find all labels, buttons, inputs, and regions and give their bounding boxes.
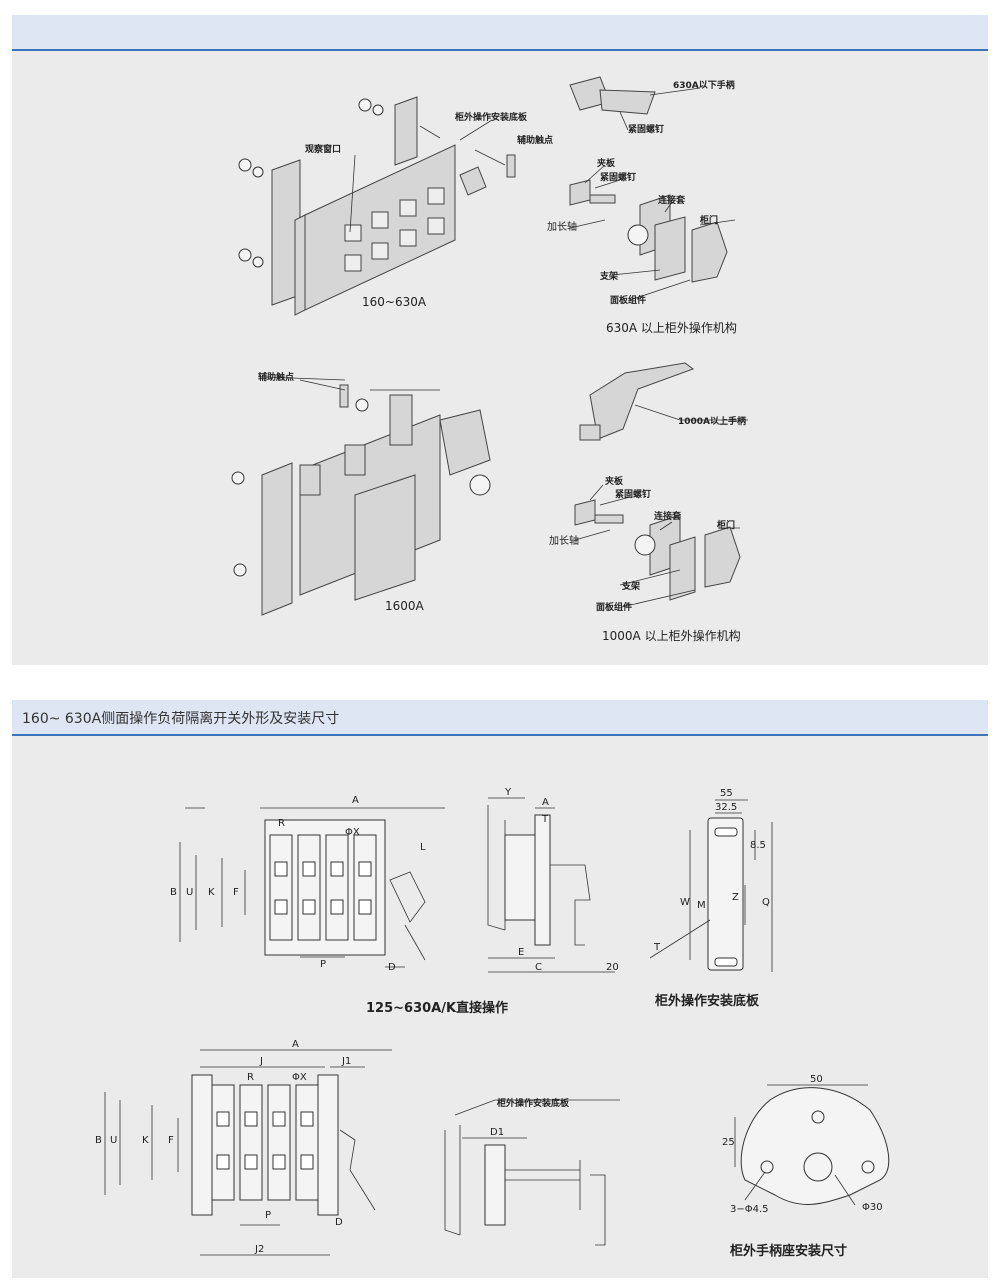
section-header-2: 160~ 630A侧面操作负荷隔离开关外形及安装尺寸 [12,700,988,736]
dimension-label: 55 [720,788,733,799]
dimension-label: Q [762,897,770,908]
caption-direct-operation: 125~630A/K直接操作 [366,1000,508,1016]
dimension-label: U [186,887,193,898]
dimension-label: P [320,959,326,970]
handle-1000a-drawing [574,362,748,608]
label-bracket: 支架 [599,270,618,282]
dimension-label: J [259,1056,263,1067]
label-panel-assembly-2: 面板组件 [596,601,632,613]
dimension-label: P [265,1210,271,1221]
label-clamp: 夹板 [597,157,616,169]
label-panel-assembly: 面板组件 [610,294,646,306]
label-screw: 紧固螺钉 [628,123,664,135]
dimension-label: D [388,962,396,973]
label-door: 柜门 [699,214,718,226]
caption-630-mechanism: 630A 以上柜外操作机构 [606,320,737,335]
label-door-2: 柜门 [716,519,735,531]
label-coupling-2: 连接套 [654,510,682,522]
label-handle-1000: 1000A以上手柄 [678,415,746,427]
label-screw-3: 紧固螺钉 [615,488,651,500]
dimension-label: 8.5 [750,840,766,851]
section-header [12,15,988,51]
dimension-drawings: A R ΦX B U K F P D L 125~630A/K直接操作 Y A … [95,787,890,1259]
label-window: 观察窗口 [305,143,341,155]
dimension-label: 3−Φ4.5 [730,1204,769,1215]
caption-1000-mechanism: 1000A 以上柜外操作机构 [602,628,741,643]
label-bracket-2: 支架 [621,580,640,592]
label-coupling: 连接套 [658,194,686,206]
exploded-view-area: 观察窗口 柜外操作安装底板 辅助触点 160~630A 630A以下手柄 紧固螺… [12,51,988,665]
dimension-label: T [653,942,661,953]
dimension-label: B [170,887,177,898]
dimension-label: L [420,842,426,853]
label-aux-contact: 辅助触点 [517,134,553,146]
label-mount-plate: 柜外操作安装底板 [454,111,528,123]
label-model-1600: 1600A [385,599,425,613]
front-view-external: A J J1 R ΦX B U K F P D J2 [95,1039,392,1256]
dimension-label: B [95,1135,102,1146]
dimension-label: F [168,1135,174,1146]
dimension-label: C [535,962,542,973]
label-aux-contact-2: 辅助触点 [258,371,294,383]
label-screw-2: 紧固螺钉 [600,171,636,183]
dimension-label: 20 [606,962,619,973]
dimension-label: 32.5 [715,802,737,813]
accessories-panel: 观察窗口 柜外操作安装底板 辅助触点 160~630A 630A以下手柄 紧固螺… [12,15,988,665]
side-view-direct: Y A T E C 20 [487,787,619,973]
front-view-direct: A R ΦX B U K F P D L 125~630A/K直接操作 [170,795,508,1016]
dimension-label: T [541,814,549,825]
mount-plate-drawing: 55 32.5 8.5 W M Z Q T 柜外操作安装底板 [649,788,773,1009]
dimension-label: Z [732,892,739,903]
label-ext-shaft-2: 加长轴 [549,534,579,547]
handle-base-cutout: 50 25 3−Φ4.5 Φ30 柜外手柄座安装尺寸 [722,1074,890,1259]
label-clamp-2: 夹板 [605,475,624,487]
label-mount-plate-2: 柜外操作安装底板 [496,1097,570,1109]
dimension-label: E [518,947,524,958]
dimension-label: F [233,887,239,898]
dimension-label: A [352,795,359,806]
dimension-label: 50 [810,1074,823,1085]
dimension-label: ΦX [345,827,360,838]
dimension-label: D1 [490,1127,504,1138]
label-model-160-630: 160~630A [362,295,427,309]
dimension-label: U [110,1135,117,1146]
dimension-label: A [292,1039,299,1050]
switch-160-630a-drawing [238,96,516,316]
dimension-label: K [208,887,215,898]
dimensions-panel: 160~ 630A侧面操作负荷隔离开关外形及安装尺寸 A R ΦX B U K … [12,700,988,1278]
section-title-2: 160~ 630A侧面操作负荷隔离开关外形及安装尺寸 [22,711,340,727]
dimension-label: W [680,897,690,908]
dimension-label: ΦX [292,1072,307,1083]
dimension-label: J1 [341,1056,351,1067]
dimension-label: 25 [722,1137,735,1148]
exploded-views-drawing: 观察窗口 柜外操作安装底板 辅助触点 160~630A 630A以下手柄 紧固螺… [231,76,748,643]
switch-1600a-drawing [231,376,491,616]
dimension-label: M [697,900,706,911]
side-view-external: 柜外操作安装底板 D1 [444,1097,620,1246]
dimension-drawing-area: A R ΦX B U K F P D L 125~630A/K直接操作 Y A … [12,736,988,1278]
label-handle-630: 630A以下手柄 [673,79,735,91]
dimension-label: K [142,1135,149,1146]
label-ext-shaft: 加长轴 [547,220,577,233]
dimension-label: Y [504,787,512,798]
handle-630a-drawing [569,76,736,301]
dimension-label: A [542,797,549,808]
dimension-label: R [247,1072,254,1083]
dimension-label: R [278,818,285,829]
dimension-label: J2 [254,1244,264,1255]
dimension-label: Φ30 [862,1202,883,1213]
caption-mount-plate: 柜外操作安装底板 [654,993,760,1009]
caption-handle-base: 柜外手柄座安装尺寸 [729,1243,847,1259]
dimension-label: D [335,1217,343,1228]
